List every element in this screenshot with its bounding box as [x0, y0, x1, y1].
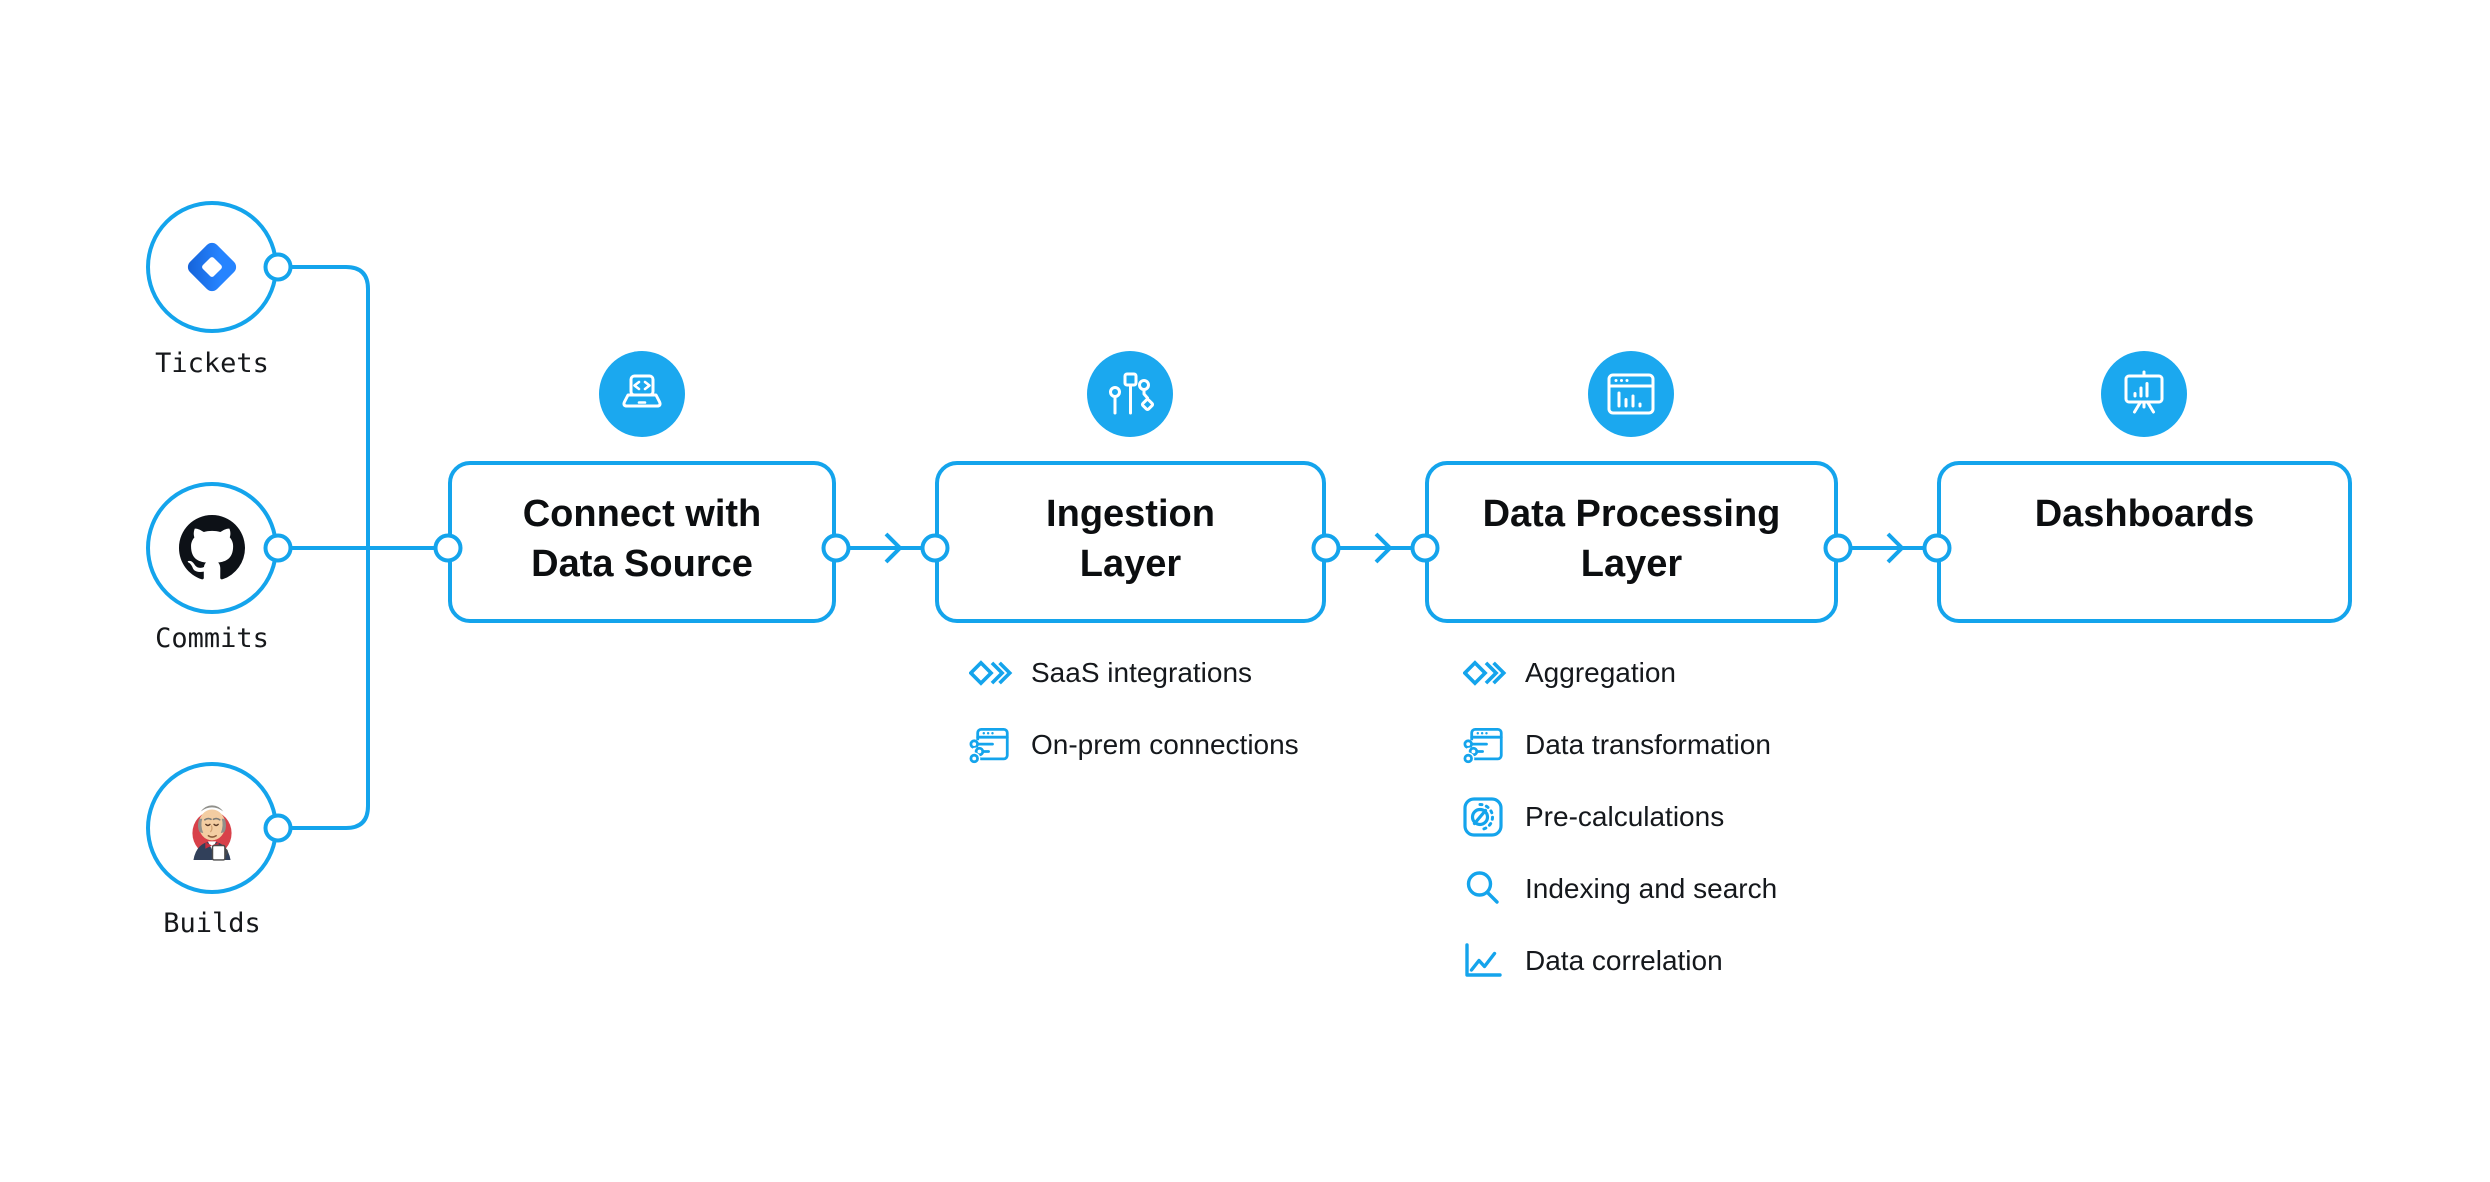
gauge-icon	[1463, 797, 1507, 837]
jira-icon	[187, 242, 237, 292]
ingestion-feature-list: SaaS integrations On-prem connections	[969, 653, 1299, 797]
circuit-icon	[1109, 372, 1154, 415]
list-item: Indexing and search	[1463, 869, 1777, 909]
diamonds-icon	[1463, 653, 1507, 693]
stage-title-dashboards: Dashboards	[2034, 493, 2255, 535]
window-sliders-icon	[969, 725, 1013, 765]
list-item-label: Data transformation	[1525, 729, 1771, 760]
list-item: SaaS integrations	[969, 653, 1299, 693]
stage-box-processing: Data Processing Layer	[1425, 461, 1838, 623]
list-item: Pre-calculations	[1463, 797, 1777, 837]
processing-feature-list: Aggregation Data transformation	[1463, 653, 1777, 1013]
stage-icon-processing	[1588, 351, 1674, 437]
list-item-label: Indexing and search	[1525, 873, 1778, 904]
source-node-builds	[146, 762, 278, 894]
list-item: Data correlation	[1463, 941, 1777, 981]
source-label-builds: Builds	[163, 908, 261, 939]
github-icon	[179, 515, 245, 580]
search-icon	[1463, 869, 1507, 909]
list-item: Data transformation	[1463, 725, 1777, 765]
stage-title-connect: Connect with Data Source	[522, 493, 762, 585]
stage-box-ingestion: Ingestion Layer	[935, 461, 1326, 623]
stage-box-dashboards: Dashboards	[1937, 461, 2352, 623]
stage-icon-ingestion	[1087, 351, 1173, 437]
list-item-label: Pre-calculations	[1525, 801, 1725, 832]
list-item: On-prem connections	[969, 725, 1299, 765]
window-chart-icon	[1607, 373, 1655, 415]
chart-line-icon	[1463, 941, 1507, 981]
source-label-commits: Commits	[155, 623, 269, 654]
presentation-board-icon	[2124, 370, 2164, 414]
laptop-code-icon	[622, 374, 662, 408]
list-item-label: Aggregation	[1525, 657, 1677, 688]
window-sliders-icon	[1463, 725, 1507, 765]
source-node-tickets	[146, 201, 278, 333]
stage-title-processing: Data Processing Layer	[1482, 493, 1781, 585]
source-label-tickets: Tickets	[155, 348, 269, 379]
jenkins-icon	[192, 805, 232, 861]
stage-title-ingestion: Ingestion Layer	[1046, 493, 1215, 585]
list-item-label: SaaS integrations	[1031, 657, 1253, 688]
source-node-commits	[146, 482, 278, 614]
stage-icon-connect	[599, 351, 685, 437]
diamonds-icon	[969, 653, 1013, 693]
stage-box-connect: Connect with Data Source	[448, 461, 836, 623]
list-item-label: Data correlation	[1525, 945, 1723, 976]
list-item: Aggregation	[1463, 653, 1777, 693]
stage-icon-dashboards	[2101, 351, 2187, 437]
list-item-label: On-prem connections	[1031, 729, 1299, 760]
